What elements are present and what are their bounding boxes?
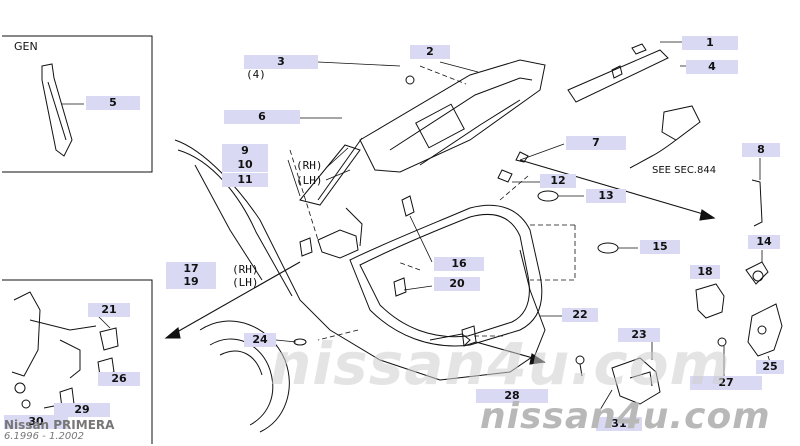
callout-29[interactable]: 29	[54, 403, 110, 417]
bottom-watermark: nissan4u.com	[480, 396, 771, 437]
callout-31[interactable]: 31	[596, 417, 642, 431]
callout-7[interactable]: 7	[566, 136, 626, 150]
callout-3[interactable]: 3	[244, 55, 318, 69]
callout-25[interactable]: 25	[756, 360, 784, 374]
callout-17[interactable]: 17	[166, 262, 216, 276]
callout-19[interactable]: 19	[166, 275, 216, 289]
callout-12[interactable]: 12	[540, 174, 576, 188]
callout-30[interactable]: 30	[4, 415, 68, 429]
callout-21[interactable]: 21	[88, 303, 130, 317]
callout-23[interactable]: 23	[618, 328, 660, 342]
callout-18[interactable]: 18	[690, 265, 720, 279]
car-model-label: Nissan PRIMERA	[4, 418, 115, 432]
callout-20[interactable]: 20	[434, 277, 480, 291]
gen-label: GEN	[14, 40, 38, 53]
callout-15[interactable]: 15	[640, 240, 680, 254]
center-watermark: nissan4u.com	[270, 330, 731, 398]
rh-note-17: (RH)	[232, 263, 259, 276]
callout-28[interactable]: 28	[476, 389, 548, 403]
callout-1[interactable]: 1	[682, 36, 738, 50]
quantity-note: (4)	[246, 68, 266, 81]
rh-note-10: (RH)	[296, 159, 323, 172]
lh-note-11: (LH)	[296, 174, 323, 187]
callout-11[interactable]: 11	[222, 173, 268, 187]
see-section-note: SEE SEC.844	[652, 165, 717, 176]
callout-9[interactable]: 9	[222, 144, 268, 158]
callout-13[interactable]: 13	[586, 189, 626, 203]
callout-26[interactable]: 26	[98, 372, 140, 386]
lh-note-19: (LH)	[232, 276, 259, 289]
callout-24[interactable]: 24	[244, 333, 276, 347]
callout-6[interactable]: 6	[224, 110, 300, 124]
callout-10[interactable]: 10	[222, 158, 268, 172]
callout-8[interactable]: 8	[742, 143, 780, 157]
callout-4[interactable]: 4	[686, 60, 738, 74]
callout-14[interactable]: 14	[748, 235, 780, 249]
callout-22[interactable]: 22	[562, 308, 598, 322]
date-range-label: 6.1996 - 1.2002	[4, 431, 84, 442]
callout-2[interactable]: 2	[410, 45, 450, 59]
callout-27[interactable]: 27	[690, 376, 762, 390]
callout-5[interactable]: 5	[86, 96, 140, 110]
callout-16[interactable]: 16	[434, 257, 484, 271]
